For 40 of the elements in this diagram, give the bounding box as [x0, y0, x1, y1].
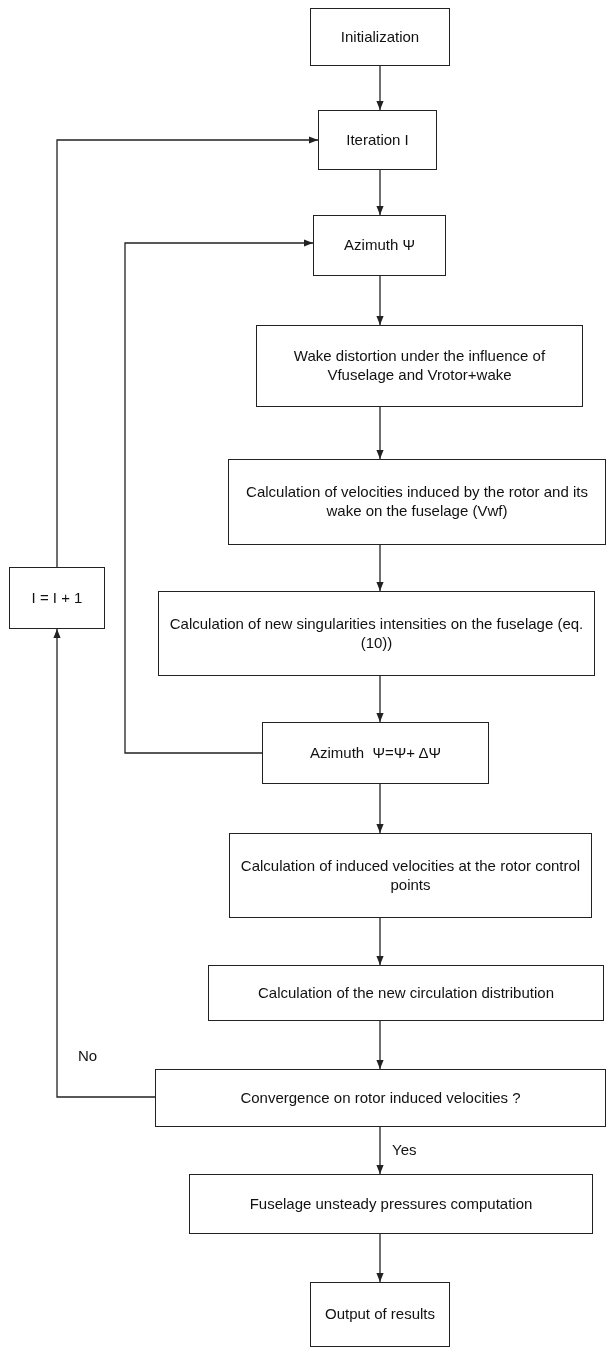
arrow — [376, 675, 384, 723]
arrow — [376, 406, 384, 460]
process-box — [310, 8, 450, 66]
arrow — [376, 1233, 384, 1283]
box-text: Wake distortion under the influence of Vfuselage and Vrotor+wake — [292, 347, 547, 385]
process-box — [208, 965, 604, 1021]
arrow — [376, 65, 384, 111]
box-text: Azimuth Ψ — [344, 236, 415, 255]
arrow — [376, 544, 384, 592]
box-text: Convergence on rotor induced velocities ? — [240, 1088, 521, 1108]
process-box — [310, 1282, 450, 1347]
process-box — [318, 110, 437, 170]
box-text: Calculation of induced velocities at the rotor control points — [239, 856, 582, 895]
box-text: Initialization — [340, 27, 420, 47]
box-text: Azimuth Ψ=Ψ+ ΔΨ — [310, 743, 441, 763]
process-box — [228, 459, 606, 545]
box-text: I = I + 1 — [31, 588, 83, 608]
arrow — [376, 275, 384, 326]
process-box — [256, 325, 583, 407]
box-text: Calculation of velocities induced by the rotor and its wake on the fuselage (Vwf) — [245, 483, 589, 521]
box-text: Output of results — [324, 1305, 436, 1324]
arrow — [376, 783, 384, 834]
process-box — [158, 591, 595, 676]
arrow — [53, 628, 156, 1098]
box-text: Calculation of new singularities intensities on the fuselage (eq.(10)) — [168, 614, 585, 653]
box-text: Iteration I — [346, 130, 409, 150]
process-box — [9, 567, 105, 629]
process-box — [313, 215, 446, 276]
arrow — [376, 1020, 384, 1070]
arrow — [376, 169, 384, 216]
process-box — [262, 722, 489, 784]
process-box — [229, 833, 592, 918]
box-text: Calculation of the new circulation distribution — [258, 983, 554, 1003]
process-box — [155, 1069, 606, 1127]
arrow — [124, 239, 314, 754]
arrow — [376, 917, 384, 966]
arrow — [376, 1126, 384, 1175]
arrow — [56, 136, 319, 568]
process-box — [189, 1174, 593, 1234]
box-text: Fuselage unsteady pressures computation — [249, 1194, 533, 1214]
